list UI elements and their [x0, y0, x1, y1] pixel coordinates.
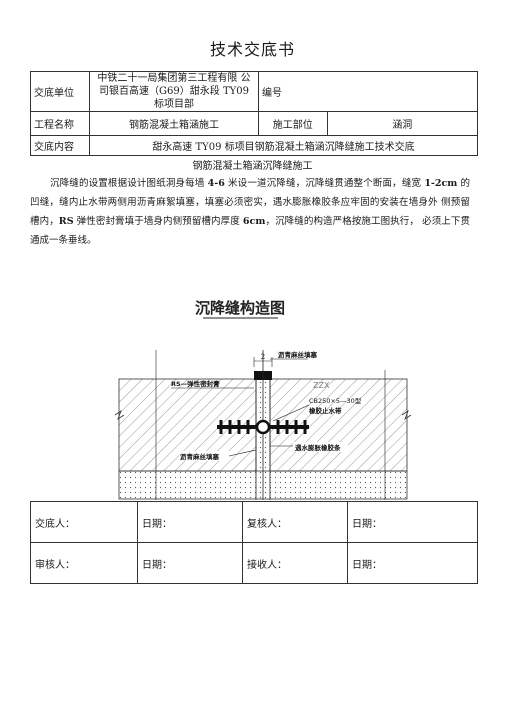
date1-label: 日期：	[137, 501, 243, 543]
label-rs-sealant: RS—弹性密封膏	[171, 379, 220, 388]
label-swelling-strip: 遇水膨胀橡胶条	[295, 443, 341, 452]
reviewer-label: 复核人：	[242, 501, 348, 543]
rubber-waterstop	[217, 419, 309, 435]
receiver-label: 接收人：	[242, 542, 348, 584]
part-label: 施工部位	[258, 111, 328, 136]
signature-table: 交底人： 日期： 复核人： 日期： 审核人： 日期： 接收人： 日期：	[30, 501, 478, 584]
date4-label: 日期：	[347, 542, 478, 584]
break-mark-right	[401, 409, 412, 421]
content-label: 交底内容	[30, 135, 90, 156]
content-value: 甜永高速 TY09 标项目钢筋混凝土箱涵沉降缝施工技术交底	[89, 135, 478, 156]
discloser-label: 交底人：	[30, 501, 138, 543]
number-value	[327, 71, 478, 112]
spacing-value: 4-6	[207, 178, 225, 189]
width-value: 1-2cm	[424, 178, 458, 189]
dimension-label: 2	[261, 353, 265, 361]
label-top-filler: 沥青麻丝填塞	[278, 350, 318, 359]
drawing-title: 沉降缝构造图	[195, 299, 285, 317]
document-title: 技术交底书	[209, 40, 295, 59]
date2-label: 日期：	[347, 501, 478, 543]
label-cb-waterstop-2: 橡胶止水带	[309, 406, 342, 415]
body-paragraph: 沉降缝的设置根据设计图纸洞身每墙 4-6 米设一道沉降缝，沉降缝贯通整个断面，缝…	[30, 178, 470, 246]
unit-value: 中铁二十一局集团第三工程有限 公司银百高速（G69）甜永段 TY09 标项目部	[89, 71, 259, 112]
project-label: 工程名称	[30, 111, 90, 136]
label-zzx: ZZX	[313, 381, 330, 390]
rs-value: RS	[58, 216, 74, 227]
thickness-value: 6cm	[242, 216, 266, 227]
number-label: 编号	[258, 71, 327, 112]
break-mark-left	[114, 409, 125, 421]
settlement-joint-drawing: 沉降缝构造图 2 沥青麻丝填塞 RS—弹性密封膏	[114, 299, 412, 500]
part-value: 涵洞	[326, 111, 478, 136]
label-cb-waterstop: CB250×5—30型	[309, 396, 362, 405]
header-table: 交底单位 中铁二十一局集团第三工程有限 公司银百高速（G69）甜永段 TY09 …	[30, 71, 478, 156]
section-heading: 钢筋混凝土箱涵沉降缝施工	[192, 161, 313, 172]
project-value: 钢筋混凝土箱涵施工	[89, 111, 259, 136]
label-bottom-filler: 沥青麻丝填塞	[180, 452, 220, 461]
date3-label: 日期：	[137, 542, 243, 584]
unit-label: 交底单位	[30, 71, 90, 112]
auditor-label: 审核人：	[30, 542, 138, 584]
